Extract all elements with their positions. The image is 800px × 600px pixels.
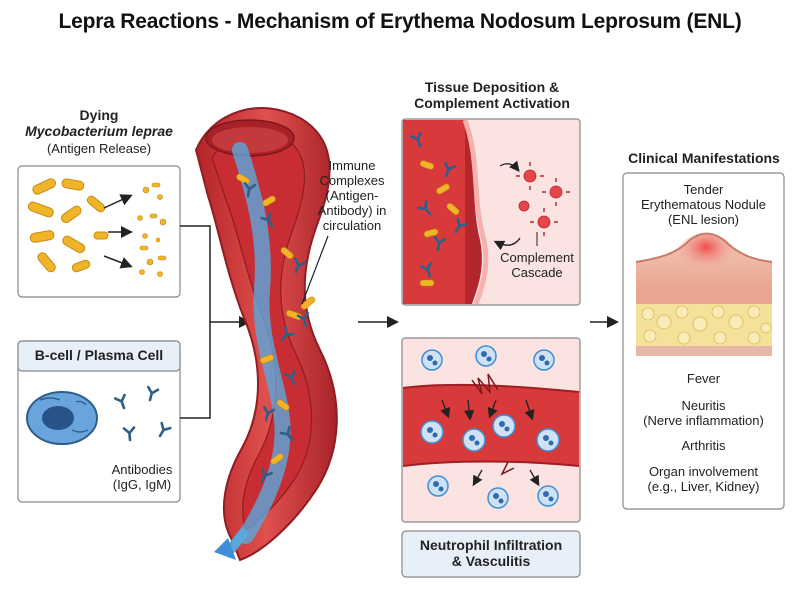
bacteria-species: Mycobacterium leprae: [25, 123, 173, 139]
bcell-panel: [17, 340, 181, 503]
arthritis-label: Arthritis: [681, 438, 726, 453]
arrow-icon: [103, 194, 133, 269]
arrow-icon: [440, 399, 540, 487]
antibodies-label: Antibodies: [111, 462, 173, 477]
immune-complex-line4: Antibody) in: [317, 203, 387, 218]
neutrophil-label-box: [401, 530, 581, 578]
neuritis-detail: (Nerve inflammation): [643, 413, 764, 428]
neutrophil-panel: [401, 337, 581, 523]
fever-label: Fever: [686, 371, 721, 386]
neutrophil-icon: [420, 345, 560, 509]
neutrophil-title-line2: & Vasculitis: [451, 553, 531, 569]
complement-icon: [516, 162, 570, 236]
nodule-line2: Erythematous Nodule: [640, 197, 766, 212]
neutrophil-title-line1: Neutrophil Infiltration: [419, 537, 563, 553]
bacteria-icon: [27, 178, 109, 273]
skin-section: [635, 232, 773, 356]
bcell-header: B-cell / Plasma Cell: [34, 347, 164, 363]
page-title: Lepra Reactions - Mechanism of Erythema …: [58, 10, 742, 33]
organ-detail: (e.g., Liver, Kidney): [647, 479, 760, 494]
bacteria-panel: [17, 165, 181, 298]
tissue-title-line2: Complement Activation: [414, 95, 570, 111]
nodule-line3: (ENL lesion): [667, 212, 740, 227]
arrow-icon: [180, 225, 251, 419]
bacteria-subtitle: (Antigen Release): [46, 141, 152, 156]
immune-complex-line2: Complexes: [319, 173, 385, 188]
complement-label-line1: Complement: [500, 250, 574, 265]
cell-icon: [26, 391, 98, 445]
clinical-title: Clinical Manifestations: [628, 150, 780, 166]
blood-vessel: [194, 107, 338, 562]
immune-complex-line3: (Antigen-: [325, 188, 379, 203]
tissue-title-line1: Tissue Deposition &: [424, 79, 560, 95]
bacteria-title: Dying: [79, 107, 119, 123]
antibodies-types: (IgG, IgM): [112, 477, 172, 492]
clinical-panel: [622, 172, 785, 510]
arrow-icon: [493, 160, 521, 251]
complement-label-line2: Cascade: [511, 265, 563, 280]
neuritis-label: Neuritis: [681, 398, 726, 413]
tissue-panel: [401, 118, 581, 306]
immune-complex-line1: Immune: [328, 158, 376, 173]
nodule-line1: Tender: [683, 182, 724, 197]
organ-label: Organ involvement: [648, 464, 759, 479]
immune-complex-line5: circulation: [322, 218, 382, 233]
